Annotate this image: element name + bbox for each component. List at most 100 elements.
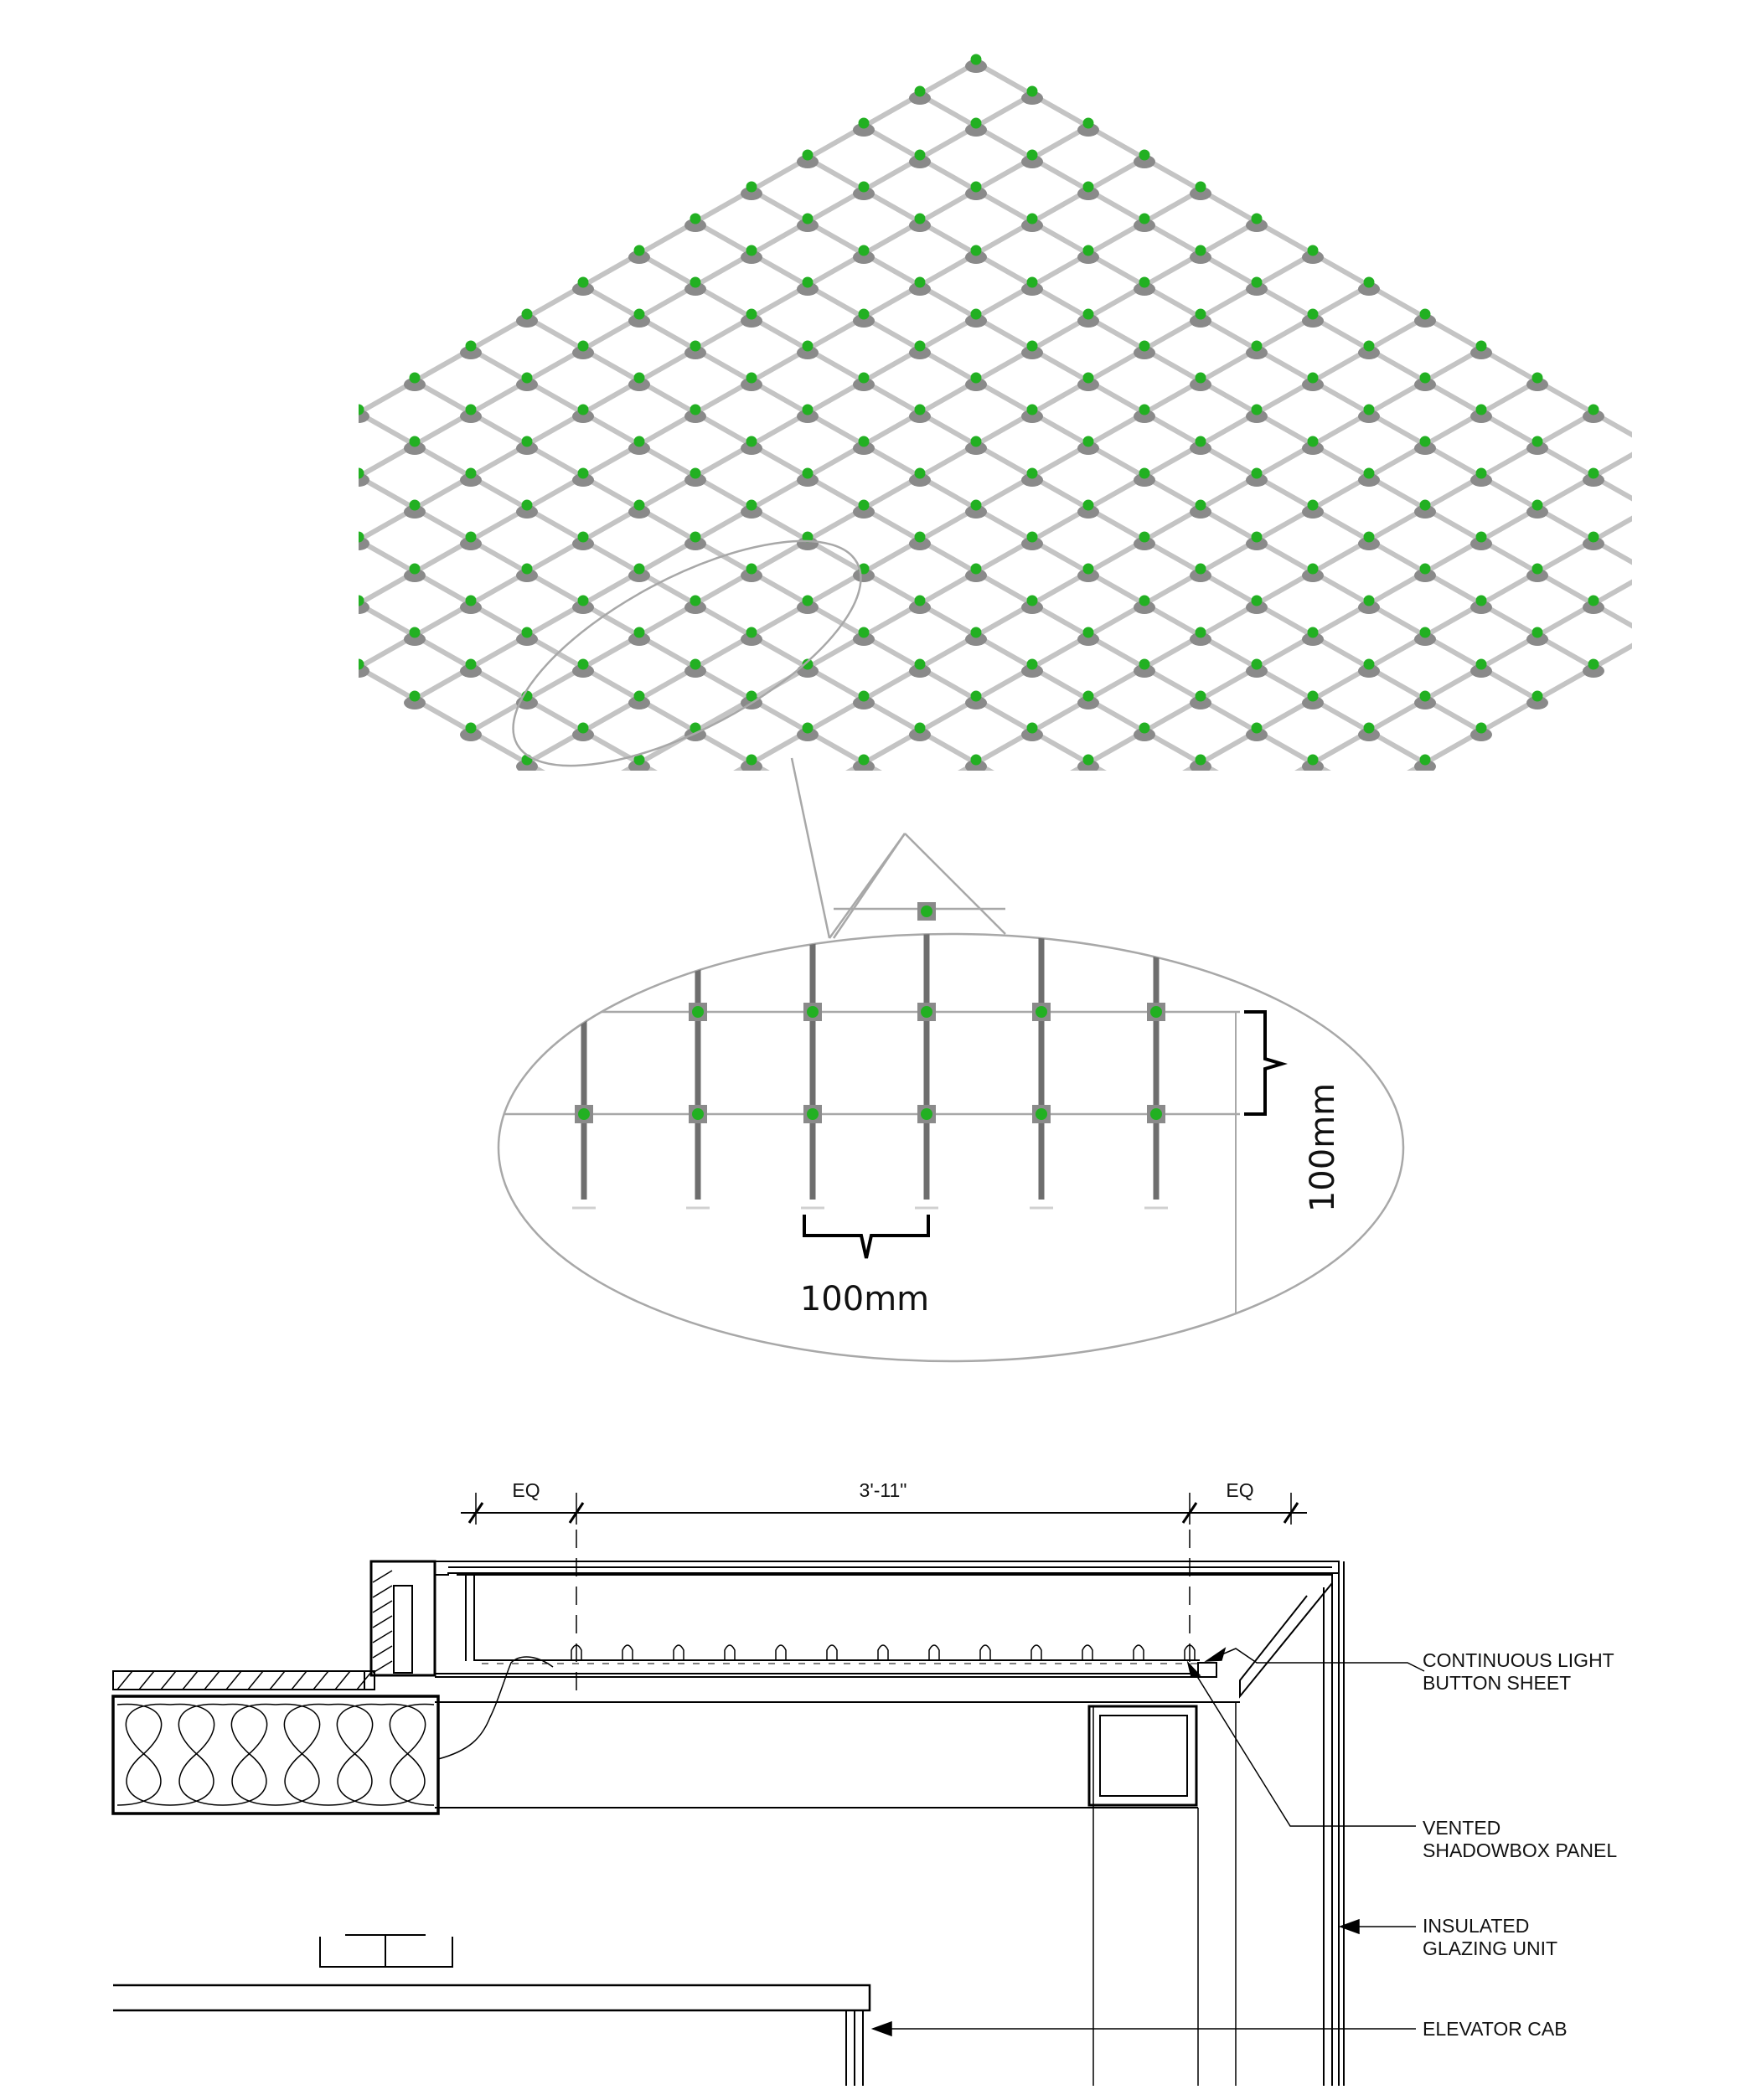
iso-node-light [970, 181, 982, 193]
zoom-funnel-right [904, 833, 1006, 935]
iso-node-light [690, 467, 701, 479]
iso-node-light [1251, 340, 1263, 352]
iso-node-body [1246, 473, 1268, 487]
enlarged-grid-detail: 100mm 100mm [497, 902, 1405, 1363]
hatch-line [312, 1670, 329, 1690]
iso-node-body [684, 219, 706, 232]
iso-rod [733, 347, 1483, 771]
iso-node-light [1026, 85, 1038, 97]
iso-node-light [914, 531, 926, 543]
iso-node-body [853, 187, 875, 200]
light-button [826, 1644, 838, 1660]
iso-node-body [1302, 378, 1324, 391]
light-button [928, 1644, 940, 1660]
iso-node-light [577, 531, 589, 543]
iso-node-light [746, 372, 757, 384]
iso-node-light [521, 308, 533, 320]
iso-node-light [577, 658, 589, 670]
iso-node-light [970, 372, 982, 384]
callout-light-sheet-2: BUTTON SHEET [1423, 1672, 1571, 1694]
iso-node-body [853, 760, 875, 771]
iso-node-body [1302, 696, 1324, 709]
section-detail-drawing: EQ 3'-11" EQ [111, 1479, 1425, 2086]
iso-node-light [409, 372, 421, 384]
iso-node-body [404, 505, 426, 519]
iso-node-body [572, 282, 594, 296]
iso-node-light [746, 436, 757, 447]
iso-node-light [633, 627, 645, 638]
detail-node-light [807, 1006, 819, 1018]
iso-node-light [1363, 276, 1375, 288]
insulation-batt [169, 1703, 224, 1806]
iso-node-light [1531, 436, 1543, 447]
iso-rod [958, 410, 1595, 771]
shadowbox-housing [369, 1560, 1340, 1699]
iso-rod [525, 315, 1331, 771]
elevator-cab [113, 1984, 871, 2086]
iso-node-body [1526, 632, 1548, 646]
iso-node-light [359, 467, 364, 479]
iso-node-body [1021, 664, 1043, 678]
callout-labels: CONTINUOUS LIGHT BUTTON SHEET VENTED SHA… [1423, 1649, 1617, 2040]
iso-node-light [1082, 245, 1094, 256]
iso-node-body [1358, 601, 1380, 614]
iso-node-light [858, 181, 870, 193]
hatch-line [269, 1670, 286, 1690]
iso-node-body [1358, 537, 1380, 550]
insulation-batt [116, 1703, 171, 1806]
detail-node-light [921, 1108, 932, 1120]
iso-node-light [1363, 658, 1375, 670]
iso-node-body [1077, 378, 1099, 391]
iso-node-body [741, 250, 762, 264]
hatch-line [372, 1645, 393, 1659]
iso-rod [1294, 579, 1632, 771]
iso-node-body [797, 473, 819, 487]
iso-node-body [1246, 728, 1268, 741]
iso-node-light [1139, 404, 1150, 415]
iso-node-light [1195, 690, 1206, 702]
zoom-funnel-left [832, 833, 906, 939]
hatch-line [138, 1670, 155, 1690]
insulation-batt [275, 1703, 329, 1806]
iso-node-light [746, 308, 757, 320]
iso-node-body [460, 728, 482, 741]
iso-node-body [965, 569, 987, 582]
iso-node-light [1419, 436, 1431, 447]
iso-node-light [1026, 722, 1038, 734]
iso-node-light [690, 722, 701, 734]
iso-node-body [516, 441, 538, 455]
iso-node-body [853, 250, 875, 264]
iso-node-body [1134, 473, 1155, 487]
iso-node-body [516, 314, 538, 328]
iso-node-light [970, 563, 982, 575]
iso-node-light [858, 627, 870, 638]
iso-node-body [1302, 505, 1324, 519]
detail-ellipse [497, 932, 1405, 1363]
iso-node-light [577, 276, 589, 288]
iso-node-light [465, 722, 477, 734]
steel-tube [1087, 1705, 1198, 1807]
iso-node-light [970, 690, 982, 702]
iso-node-body [404, 632, 426, 646]
iso-node-body [909, 601, 931, 614]
iso-node-light [465, 404, 477, 415]
callout-light-sheet-1: CONTINUOUS LIGHT [1423, 1649, 1614, 1671]
iso-node-light [746, 181, 757, 193]
iso-node-body [965, 696, 987, 709]
iso-node-light [1307, 754, 1319, 766]
iso-node-body [1526, 441, 1548, 455]
iso-node-body [1077, 569, 1099, 582]
iso-node-body [404, 441, 426, 455]
iso-node-light [465, 595, 477, 606]
iso-rod [845, 379, 1539, 771]
iso-node-body [1414, 760, 1436, 771]
iso-node-light [1475, 595, 1487, 606]
iso-node-body [516, 632, 538, 646]
hatch-line [372, 1570, 393, 1583]
iso-node-body [572, 473, 594, 487]
iso-rod [525, 283, 1371, 766]
iso-node-light [1531, 563, 1543, 575]
detail-node-light [692, 1006, 704, 1018]
iso-node-light [521, 627, 533, 638]
